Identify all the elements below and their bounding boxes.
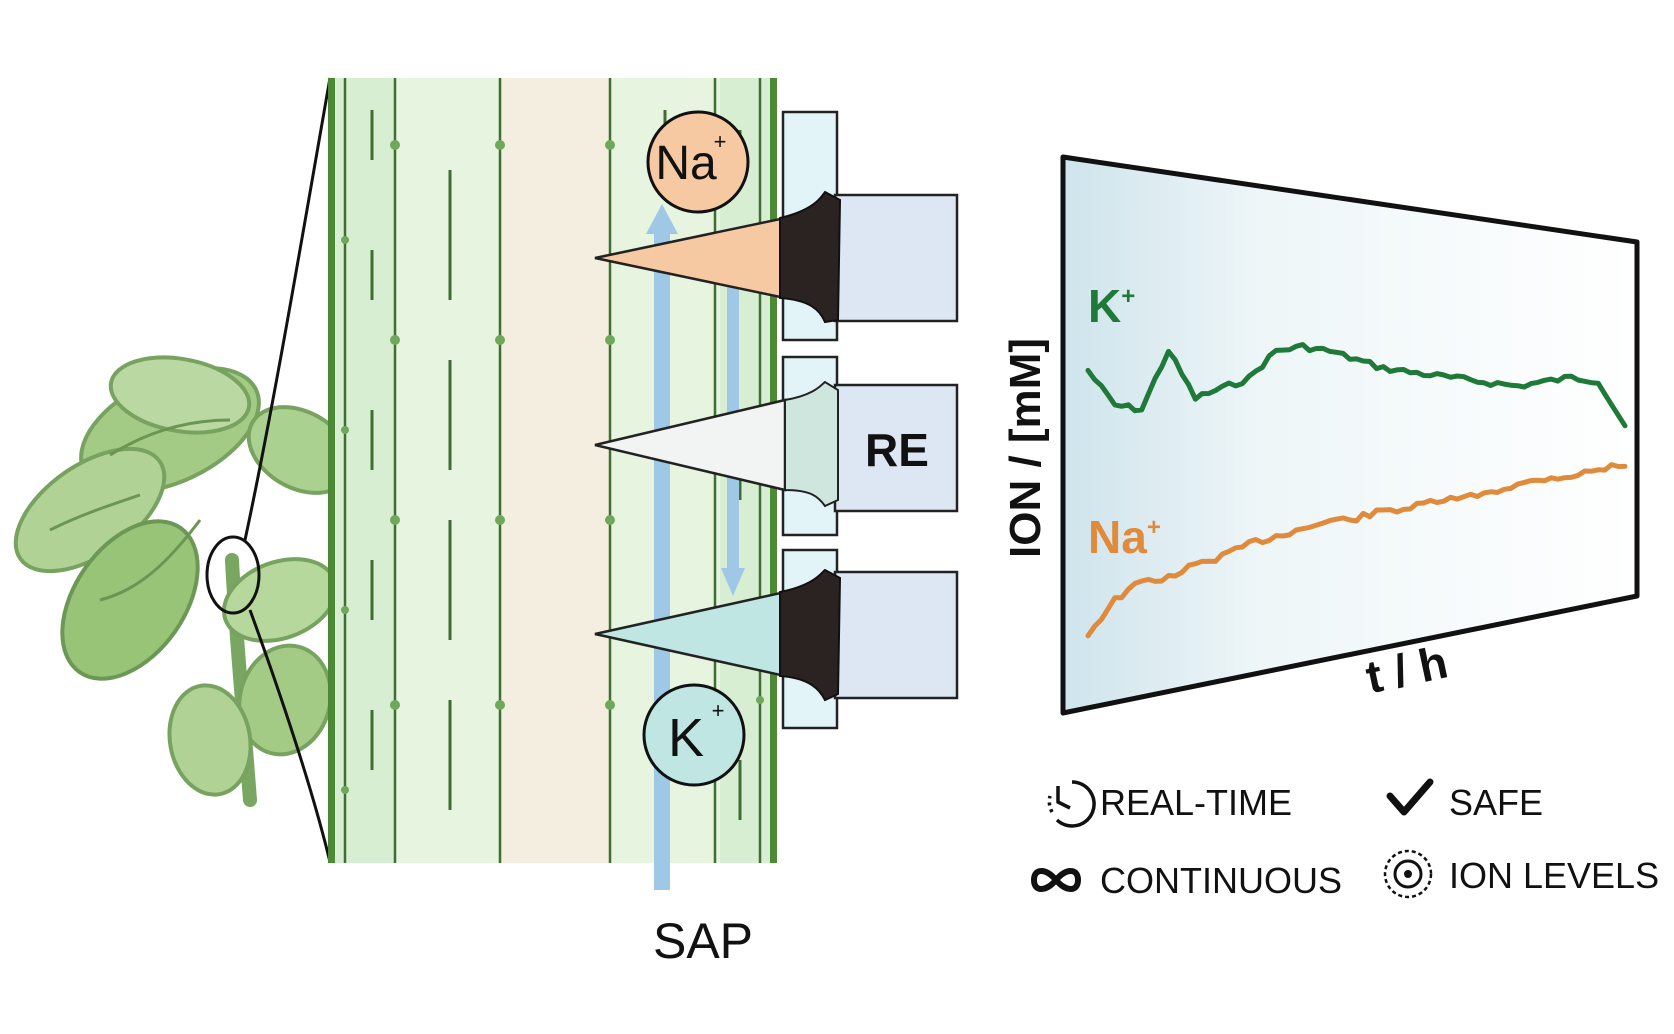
feature-real-time: REAL-TIME (1047, 780, 1292, 828)
zoom-circle (205, 535, 261, 615)
potassium-ion-symbol: K (668, 708, 704, 768)
zoom-line-bottom (248, 609, 332, 863)
potassium-ion-bubble: K + (642, 683, 746, 787)
sodium-selective-electrode (594, 190, 842, 324)
chart-panel (1060, 154, 1640, 716)
tissue-layer-cortex (395, 78, 500, 863)
ion-concentration-chart: K+ Na+ ION / [mM] t / h (1001, 154, 1640, 716)
reference-electrode-label: RE (865, 424, 929, 476)
sap-flow-down-arrow (721, 230, 745, 596)
feature-label-real-time: REAL-TIME (1100, 782, 1292, 823)
leaf-vein (49, 493, 141, 532)
leaf-vein (109, 418, 231, 457)
potassium-series-label: K+ (1088, 280, 1135, 332)
potassium-selective-electrode (594, 568, 842, 702)
feature-list: REAL-TIME SAFE CONTINUOUS ION LEVELS (1030, 778, 1659, 901)
infinity-icon (1030, 868, 1082, 892)
sodium-ion-charge: + (714, 129, 727, 154)
y-axis-label: ION / [mM] (1001, 338, 1050, 558)
leaf (167, 683, 253, 797)
feature-label-ion-levels: ION LEVELS (1449, 855, 1659, 896)
feature-label-continuous: CONTINUOUS (1100, 860, 1342, 901)
sodium-series-symbol: Na (1088, 511, 1147, 563)
checkmark-icon (1386, 778, 1434, 816)
sodium-series-label: Na+ (1088, 511, 1161, 563)
target-icon (1383, 849, 1433, 899)
pith-layer (500, 78, 610, 863)
zoom-line-top (243, 77, 332, 541)
stem-cross-section (328, 78, 777, 890)
sodium-ion-symbol: Na (655, 137, 717, 190)
potassium-series-line (1085, 342, 1628, 429)
leaf-vein (99, 519, 202, 602)
potassium-series-charge: + (1121, 283, 1135, 310)
stem-wall-left (328, 78, 335, 863)
leaf (108, 355, 252, 435)
sap-flow-label: SAP (653, 913, 753, 969)
basil-plant-illustration (13, 355, 354, 807)
sodium-series-charge: + (1147, 514, 1161, 541)
potassium-series-symbol: K (1088, 280, 1121, 332)
clock-icon (1047, 780, 1096, 828)
sodium-ion-bubble: Na + (646, 110, 750, 214)
feature-label-safe: SAFE (1449, 782, 1543, 823)
reference-electrode: RE (594, 380, 929, 508)
sodium-series-line (1085, 462, 1628, 639)
feature-continuous: CONTINUOUS (1030, 860, 1342, 901)
potassium-ion-charge: + (712, 698, 725, 723)
feature-ion-levels: ION LEVELS (1383, 849, 1659, 899)
feature-safe: SAFE (1386, 778, 1543, 823)
tissue-layer-outer (330, 78, 395, 863)
